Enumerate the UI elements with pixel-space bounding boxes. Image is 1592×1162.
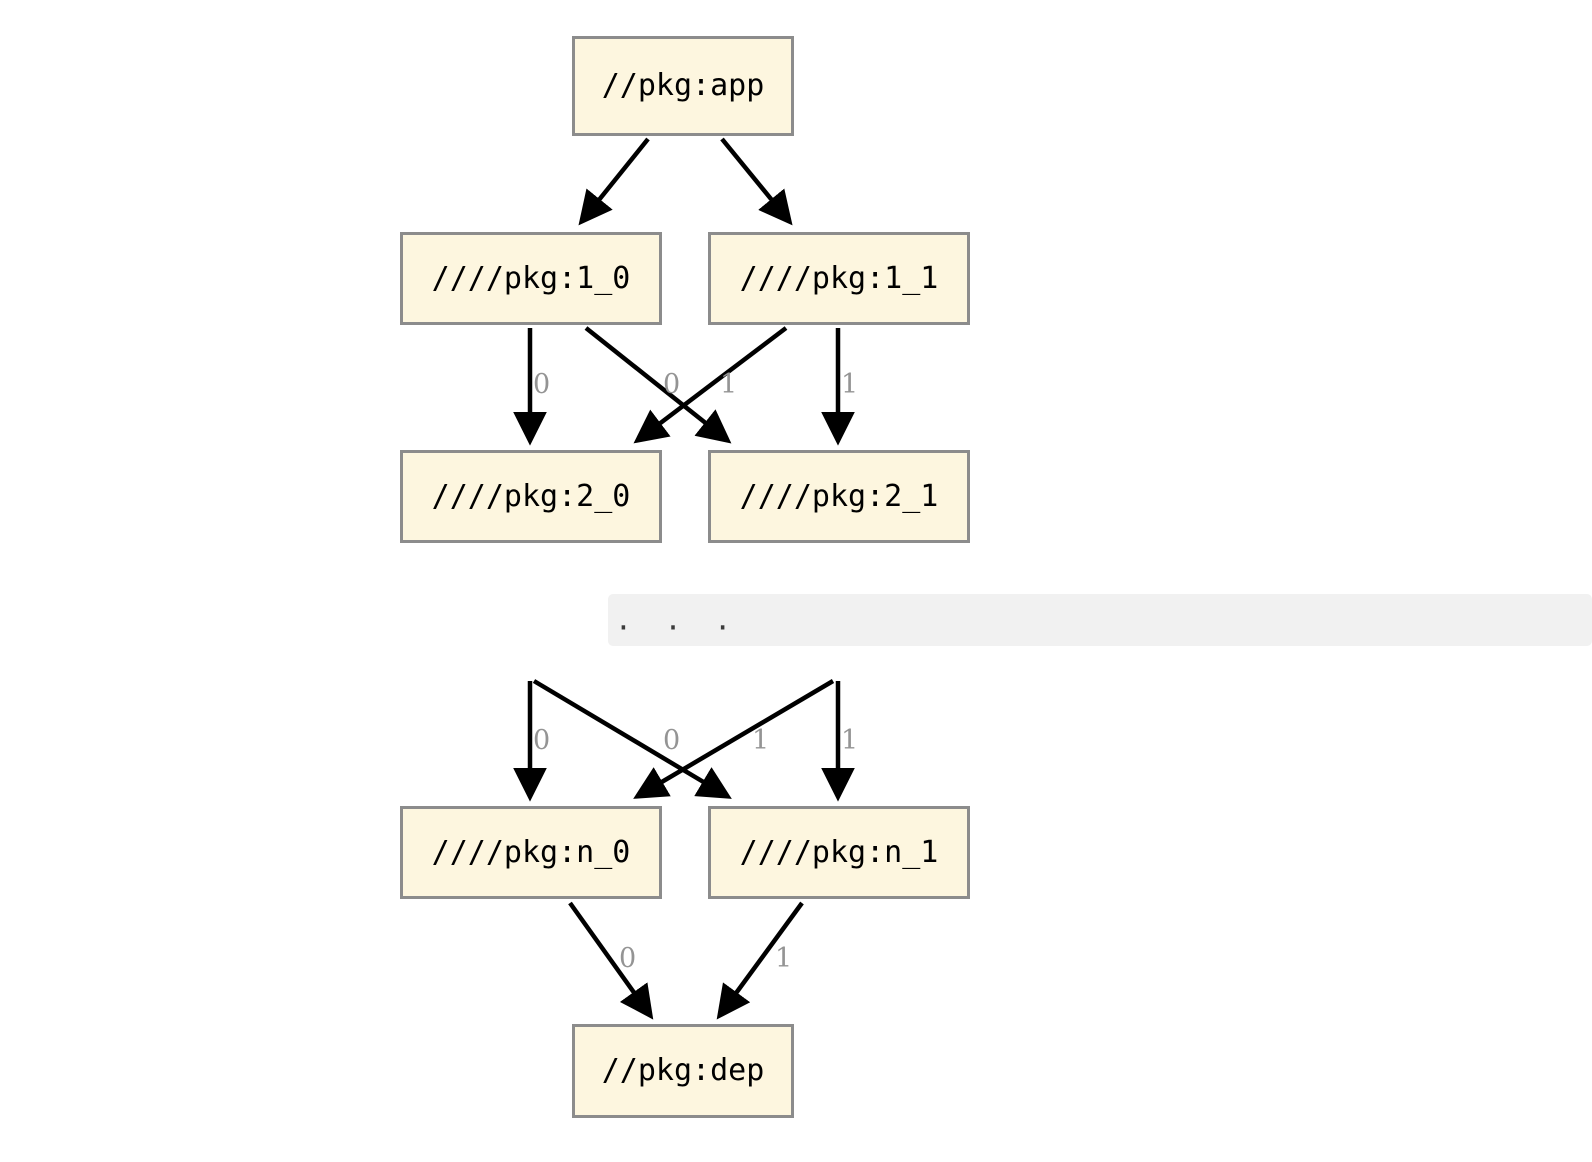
edge-label-n_0-dep: 0 bbox=[619, 943, 637, 974]
node-pkg-2_1-label: ////pkg:2_1 bbox=[739, 478, 939, 514]
node-pkg-n_0-label: ////pkg:n_0 bbox=[431, 834, 631, 870]
edge-label-1_0-2_1: 0 bbox=[663, 369, 681, 400]
edge-app-to-1_1 bbox=[720, 137, 793, 226]
edge-label-1_1-2_1: 1 bbox=[841, 369, 859, 400]
edge-1_0-to-2_1 bbox=[584, 326, 732, 444]
elision-band[interactable]: · · · bbox=[608, 594, 1592, 646]
edge-label-elided-n_0-alt: 1 bbox=[752, 725, 770, 756]
node-pkg-2_0-label: ////pkg:2_0 bbox=[431, 478, 631, 514]
node-pkg-1_0-label: ////pkg:1_0 bbox=[431, 260, 631, 296]
node-pkg-n_0[interactable]: ////pkg:n_0 bbox=[400, 806, 662, 899]
node-pkg-2_1[interactable]: ////pkg:2_1 bbox=[708, 450, 970, 543]
node-pkg-n_1[interactable]: ////pkg:n_1 bbox=[708, 806, 970, 899]
edge-label-elided-n_1: 0 bbox=[663, 725, 681, 756]
node-pkg-1_1-label: ////pkg:1_1 bbox=[739, 260, 939, 296]
elision-dots: · · · bbox=[618, 608, 743, 648]
edge-app-to-1_0 bbox=[578, 137, 650, 226]
edge-label-n_1-dep: 1 bbox=[775, 943, 793, 974]
edge-label-elided-n_1-alt: 1 bbox=[841, 725, 859, 756]
edge-label-1_0-2_0: 0 bbox=[533, 369, 551, 400]
node-pkg-1_1[interactable]: ////pkg:1_1 bbox=[708, 232, 970, 325]
edge-n_0-to-dep bbox=[568, 901, 654, 1020]
edge-1_1-to-2_0 bbox=[633, 326, 788, 444]
node-app-label: //pkg:app bbox=[601, 68, 765, 103]
node-app[interactable]: //pkg:app bbox=[572, 36, 794, 136]
node-pkg-n_1-label: ////pkg:n_1 bbox=[739, 834, 939, 870]
edge-label-elided-n_0: 0 bbox=[533, 725, 551, 756]
node-dep-label: //pkg:dep bbox=[601, 1053, 765, 1088]
node-pkg-1_0[interactable]: ////pkg:1_0 bbox=[400, 232, 662, 325]
node-dep[interactable]: //pkg:dep bbox=[572, 1024, 794, 1118]
node-pkg-2_0[interactable]: ////pkg:2_0 bbox=[400, 450, 662, 543]
edge-elided-to-n_1 bbox=[532, 679, 732, 799]
edge-label-1_1-2_0: 1 bbox=[720, 369, 738, 400]
